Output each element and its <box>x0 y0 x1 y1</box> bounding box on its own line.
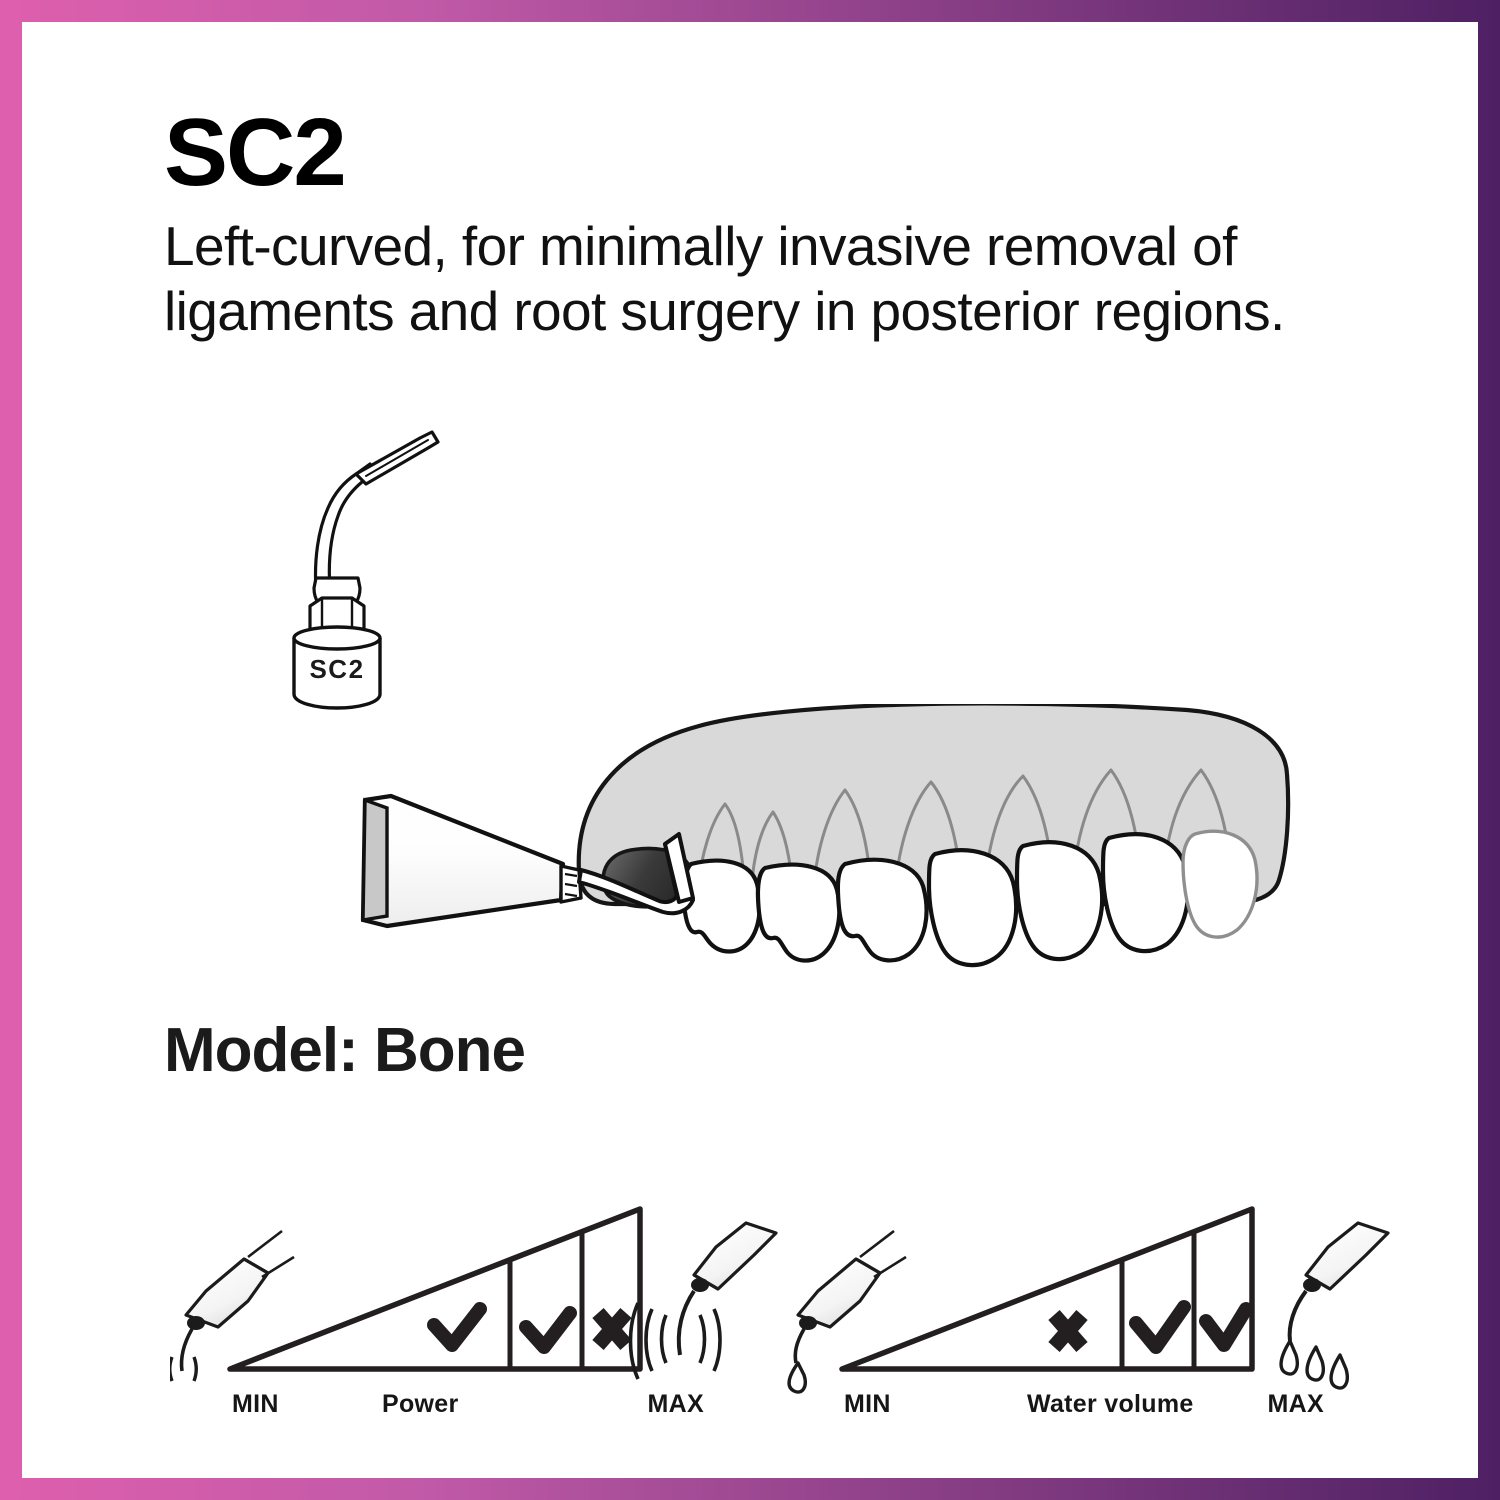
check-mark-4 <box>1199 1302 1253 1352</box>
check-mark-2 <box>519 1306 577 1354</box>
check-mark-1 <box>427 1302 487 1352</box>
teeth-crowns-icon <box>681 829 1259 968</box>
tip-vibration-small-icon <box>170 1229 295 1382</box>
settings-scales: MIN Power MAX <box>22 1197 1478 1427</box>
water-title-label: Water volume <box>1027 1390 1194 1418</box>
water-max-label: MAX <box>1267 1390 1324 1418</box>
card-inner-surface: SC2 Left-curved, for minimally invasive … <box>22 22 1478 1478</box>
power-title-label: Power <box>382 1390 459 1418</box>
water-triangle-icon <box>839 1206 1255 1372</box>
page-subtitle: Left-curved, for minimally invasive remo… <box>164 214 1285 343</box>
check-mark-3 <box>1129 1300 1191 1354</box>
tip-vibration-large-icon <box>628 1221 778 1380</box>
power-scale-group: MIN Power MAX <box>170 1197 790 1427</box>
handpiece-icon <box>360 793 583 929</box>
application-scene-illustration <box>347 701 1312 989</box>
water-min-label: MIN <box>844 1390 891 1418</box>
tip-body-icon <box>312 430 440 612</box>
tip-base-label: SC2 <box>309 654 364 684</box>
power-max-label: MAX <box>647 1390 704 1418</box>
water-segment-checks <box>1129 1300 1253 1354</box>
working-tip-icon <box>577 832 695 916</box>
cross-mark-2 <box>1048 1310 1088 1352</box>
power-min-label: MIN <box>232 1390 279 1418</box>
cross-mark-1 <box>592 1308 632 1350</box>
model-label: Model: Bone <box>164 1016 526 1085</box>
tip-waterdrop-large-icon <box>1279 1221 1390 1390</box>
water-scale-group: MIN Water volume MAX <box>782 1197 1402 1427</box>
tip-waterdrop-small-icon <box>787 1229 907 1394</box>
power-segment-marks <box>427 1302 577 1354</box>
page-title: SC2 <box>164 99 347 206</box>
power-triangle-icon <box>227 1206 643 1372</box>
header: SC2 Left-curved, for minimally invasive … <box>164 104 1344 345</box>
tip-illustration: SC2 <box>270 420 510 710</box>
tip-base-cylinder-icon <box>292 625 382 710</box>
